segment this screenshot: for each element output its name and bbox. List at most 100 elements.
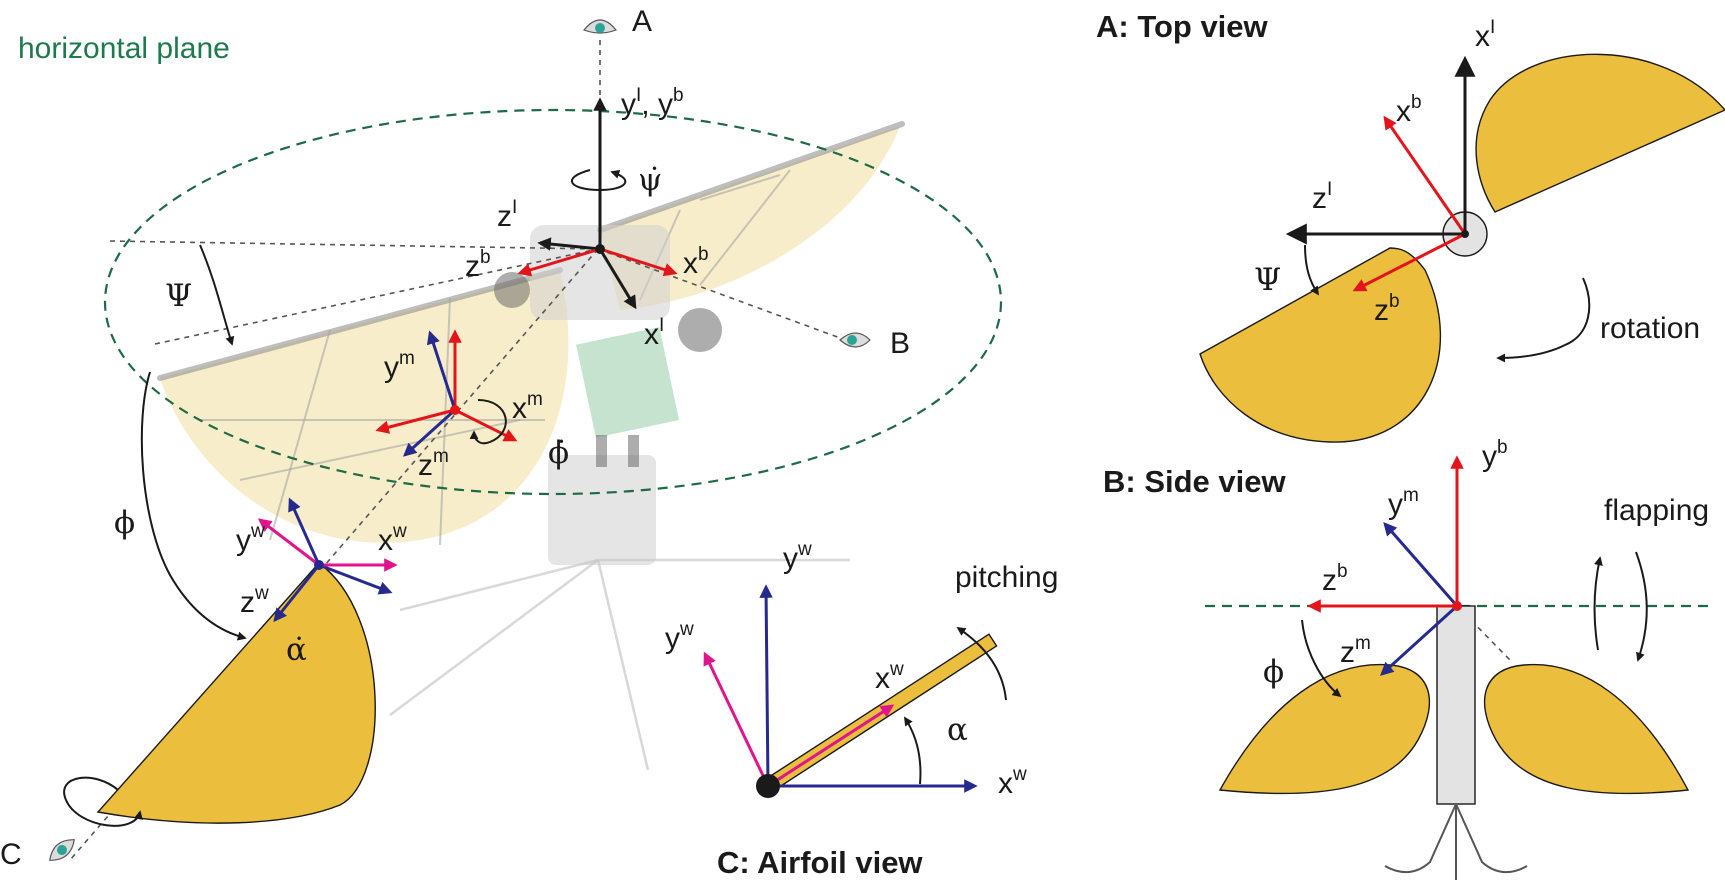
flapping-arrow-up (1593, 556, 1603, 651)
label-letter: y (384, 351, 399, 384)
wing-blue-up (288, 497, 321, 566)
top-psi-arc (1304, 244, 1319, 296)
label-letter: x (1396, 95, 1411, 128)
inertial-x-axis (598, 248, 637, 310)
side-view-right-wing (1483, 663, 1690, 795)
motor-red-left (375, 408, 456, 434)
main-wing-y-label: yw (236, 521, 265, 557)
label-sup: w (797, 539, 812, 560)
label-letter: x (1475, 20, 1490, 53)
view-b-eye-icon (839, 332, 871, 348)
wing-y-axis (257, 518, 320, 567)
view-b-line (597, 248, 841, 339)
svg-text:yI, yb: yI, yb (621, 85, 684, 121)
airfoil-x-axis (767, 704, 895, 788)
ghost-leg (596, 559, 650, 771)
label-letter: x (683, 247, 698, 280)
ghost-gear (494, 272, 530, 308)
side-phi-label: ϕ (1263, 654, 1284, 690)
pitching-arrow (956, 627, 1007, 701)
psi-label: Ψ (165, 278, 192, 314)
alpha-dot-rotation-arrow (63, 776, 143, 827)
motor-origin (450, 405, 460, 415)
label-sup: I (1490, 17, 1495, 38)
label-sup: w (1012, 764, 1027, 785)
label-letter: x (875, 662, 890, 695)
main-motor-x-label: xm (512, 389, 543, 425)
flapping-caption: flapping (1604, 494, 1709, 527)
horizontal-plane-label: horizontal plane (18, 32, 230, 65)
main-body-z-label: zb (465, 247, 491, 283)
label-sup: m (399, 348, 415, 369)
panel-a-title: A: Top view (1096, 9, 1269, 44)
top-body-z-axis (1352, 232, 1466, 292)
motor-frame (375, 329, 518, 457)
label-letter: z (1322, 564, 1337, 597)
label-sup: b (480, 247, 491, 268)
ghost-leg (389, 558, 599, 717)
airfoil-tilted-y-label: yw (665, 619, 694, 655)
horizontal-plane-ellipse (103, 108, 1003, 496)
hub-frame (517, 97, 678, 310)
side-motor-z-label: zm (1340, 633, 1371, 669)
main-wing-z-label: zw (240, 583, 269, 619)
side-origin (1452, 601, 1462, 611)
label-sup: b (1497, 437, 1508, 458)
phi-angle-arc (140, 371, 247, 641)
label-letter: y (783, 542, 798, 575)
motor-y-axis (426, 330, 457, 411)
label-sup: m (1355, 633, 1371, 654)
main-view: horizontal plane (0, 5, 1003, 871)
ghost-battery-post (596, 435, 607, 467)
inertial-z-axis (537, 237, 601, 251)
inertial-vertical-label: yI, yb (621, 85, 684, 121)
view-a-marker: A (632, 5, 652, 38)
label-sup: I (659, 315, 664, 336)
view-a-eye-icon (583, 19, 617, 34)
ghost-rib (699, 174, 781, 201)
label-letter: x (998, 767, 1013, 800)
wing-blue-right (318, 563, 393, 595)
label-letter: z (418, 449, 433, 482)
wing-z-axis (273, 564, 321, 623)
main-wing (96, 562, 376, 824)
panel-c-title: C: Airfoil view (717, 845, 923, 880)
top-inertial-x-label: xI (1475, 17, 1495, 53)
top-body-x-label: xb (1396, 92, 1422, 128)
phi-label: ϕ (114, 505, 135, 541)
psi-dot-label: ψ̇ (638, 162, 662, 198)
top-body-x-axis (1383, 115, 1467, 235)
side-view-left-wing (1218, 663, 1431, 795)
rotation-arrow (1496, 277, 1591, 363)
label-sup: b (698, 244, 709, 265)
side-body-y-label: yb (1482, 437, 1508, 473)
flapping-arrow-down (1635, 551, 1648, 662)
main-motor-y-label: ym (384, 348, 415, 384)
airfoil-vertical-y-label: yw (783, 539, 812, 575)
hub-origin (595, 244, 605, 254)
ghost-robot (157, 121, 905, 771)
phi-dot-rotation-arrow (469, 399, 507, 445)
label-letter: y (236, 524, 251, 557)
airfoil-pivot (756, 774, 780, 798)
wing-frame (63, 497, 398, 827)
panel-a-top-view: A: Top view xI xb zI zb Ψ rotation (1096, 9, 1725, 443)
airfoil-vertical-axis (759, 584, 773, 787)
label-sup: m (527, 389, 543, 410)
psi-dot-rotation-arrow (570, 169, 627, 192)
phi-dot-label: ϕ̇ (548, 435, 569, 471)
top-body-z-label: zb (1374, 291, 1400, 327)
panel-b-title: B: Side view (1103, 464, 1286, 499)
main-wing-x-label: xw (378, 521, 407, 557)
label-letter: , y (641, 88, 673, 121)
label-letter: y (1388, 488, 1403, 521)
label-letter: x (378, 524, 393, 557)
view-c-marker: C (0, 838, 22, 871)
ghost-pcb (576, 327, 680, 438)
ghost-right-spar (597, 121, 905, 233)
ghost-rib (239, 419, 521, 481)
airfoil-chord-x-label: xw (875, 659, 904, 695)
label-letter: z (240, 586, 255, 619)
top-inertial-z-label: zI (1312, 179, 1332, 215)
